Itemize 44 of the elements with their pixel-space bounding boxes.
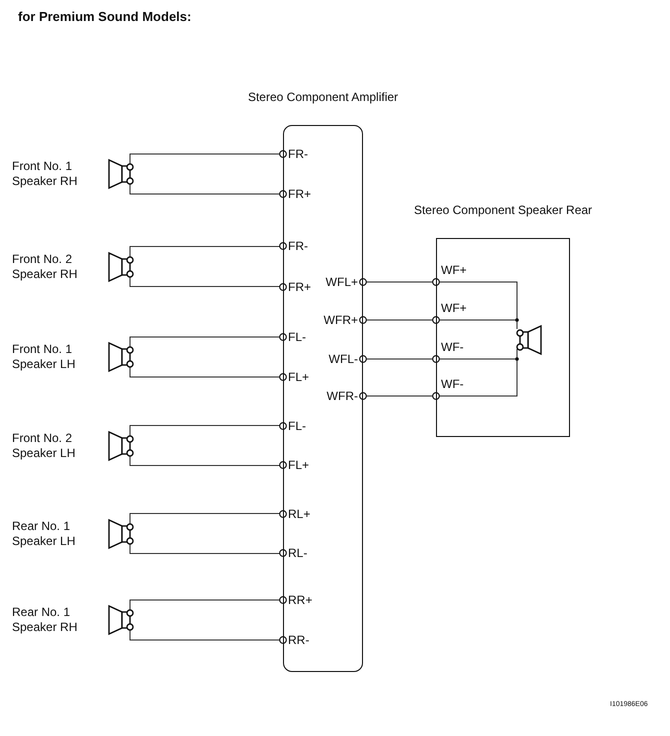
pin-label: WF-	[441, 340, 464, 354]
pin-label: RR-	[288, 633, 310, 647]
pin-label: WFR+	[324, 313, 358, 327]
speaker-name: Rear No. 1 Speaker LH	[12, 518, 76, 548]
pin-label: WF+	[441, 263, 467, 277]
wire	[130, 366, 280, 378]
pin-label: RL+	[288, 507, 310, 521]
wire	[366, 348, 518, 396]
speaker-name: Front No. 2 Speaker LH	[12, 430, 76, 460]
pin-label: RR+	[288, 593, 312, 607]
box-heading: Stereo Component Amplifier	[248, 90, 398, 104]
pin-label: FL-	[288, 419, 306, 433]
pin-label: FL+	[288, 458, 310, 472]
wire	[130, 246, 280, 257]
wire	[130, 425, 280, 436]
pin-label: WFL-	[328, 352, 358, 366]
wire	[130, 336, 280, 348]
wire	[130, 630, 280, 640]
pin-label: FR-	[288, 147, 308, 161]
pin-label: WFL+	[326, 275, 358, 289]
wire	[130, 184, 280, 194]
speaker-name: Front No. 1 Speaker LH	[12, 342, 76, 372]
pin-label: FR-	[288, 239, 308, 253]
pin-label: RL-	[288, 546, 308, 560]
pin-label: WF+	[441, 301, 467, 315]
pin-label: FL-	[288, 330, 306, 344]
wire	[130, 455, 280, 466]
wire	[130, 600, 280, 610]
pin-label: FL+	[288, 370, 310, 384]
speaker-name: Front No. 2 Speaker RH	[12, 252, 78, 282]
pin-label: FR+	[288, 280, 312, 294]
wire	[130, 276, 280, 287]
pin-label: WFR-	[326, 389, 358, 403]
speaker-name: Rear No. 1 Speaker RH	[12, 605, 78, 635]
wire	[130, 154, 280, 164]
pin-label: FR+	[288, 187, 312, 201]
pin-label: WF-	[441, 377, 464, 391]
box-heading: Stereo Component Speaker Rear	[414, 203, 592, 217]
speaker-icon	[514, 323, 542, 357]
speaker-name: Front No. 1 Speaker RH	[12, 159, 78, 189]
wire	[130, 513, 280, 524]
wire	[130, 543, 280, 554]
wire	[366, 320, 518, 330]
diagram-title: for Premium Sound Models:	[18, 9, 192, 24]
